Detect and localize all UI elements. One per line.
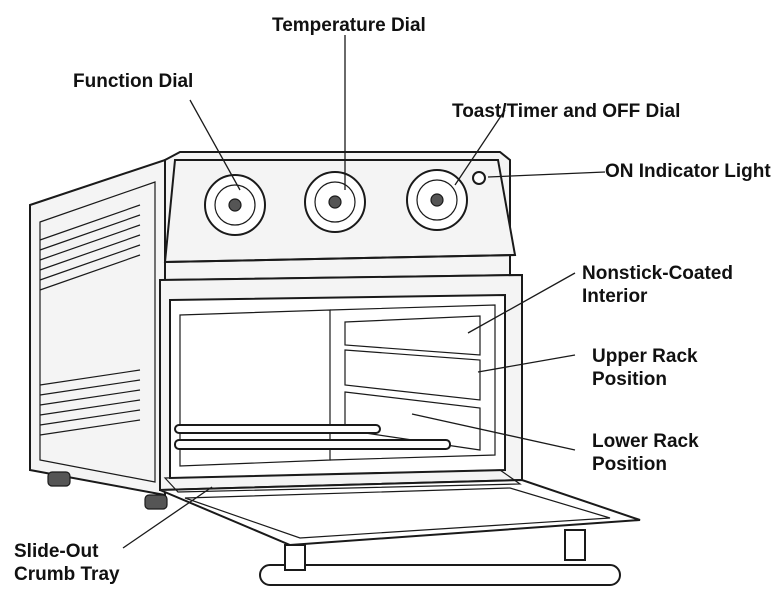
temperature-dial-knob (304, 171, 366, 233)
leader-nonstick-interior (467, 272, 576, 334)
side-vents-bottom (39, 369, 141, 436)
lower-rack-slot (344, 391, 481, 451)
label-on-indicator: ON Indicator Light (605, 160, 771, 183)
leader-lower-rack (411, 413, 576, 451)
label-toast-timer-dial-text: Toast/Timer and OFF Dial (452, 101, 681, 122)
label-function-dial: Function Dial (73, 70, 193, 93)
label-upper-rack-line2: Position (592, 369, 667, 390)
label-temperature-dial-text: Temperature Dial (272, 15, 426, 36)
door-handle (259, 564, 621, 586)
label-lower-rack-line2: Position (592, 454, 667, 475)
side-vents-top (39, 204, 141, 291)
label-nonstick-interior: Nonstick-Coated Interior (582, 262, 733, 308)
label-toast-timer-dial: Toast/Timer and OFF Dial (452, 100, 680, 123)
lower-rack-rod (174, 439, 451, 450)
upper-rack-rod (174, 424, 381, 434)
label-function-dial-text: Function Dial (73, 71, 194, 92)
label-on-indicator-text: ON Indicator Light (605, 161, 771, 182)
label-upper-rack: Upper Rack Position (592, 345, 698, 391)
leader-function-dial (189, 99, 241, 191)
oven-foot (144, 494, 168, 510)
label-crumb-tray: Slide-Out Crumb Tray (14, 540, 120, 586)
label-nonstick-line1: Nonstick-Coated (582, 263, 733, 284)
oven-cavity (169, 293, 506, 480)
label-temperature-dial: Temperature Dial (272, 14, 426, 37)
label-crumb-tray-line2: Crumb Tray (14, 564, 120, 585)
leader-upper-rack (477, 354, 576, 373)
crumb-tray (163, 469, 522, 493)
oven-foot (47, 471, 71, 487)
upper-rack-slot (344, 349, 481, 401)
label-lower-rack-line1: Lower Rack (592, 431, 699, 452)
toast-timer-dial-knob (406, 169, 468, 231)
function-dial-knob (204, 174, 266, 236)
leader-toast-timer-dial (454, 109, 506, 186)
on-indicator-light (472, 171, 486, 185)
label-nonstick-line2: Interior (582, 286, 648, 307)
nonstick-interior-panel (344, 315, 481, 356)
label-crumb-tray-line1: Slide-Out (14, 541, 99, 562)
label-lower-rack: Lower Rack Position (592, 430, 699, 476)
oven-side-panel (29, 158, 166, 497)
leader-crumb-tray (122, 486, 213, 549)
label-upper-rack-line1: Upper Rack (592, 346, 698, 367)
leader-on-indicator (487, 171, 606, 178)
oven-door (159, 478, 641, 547)
